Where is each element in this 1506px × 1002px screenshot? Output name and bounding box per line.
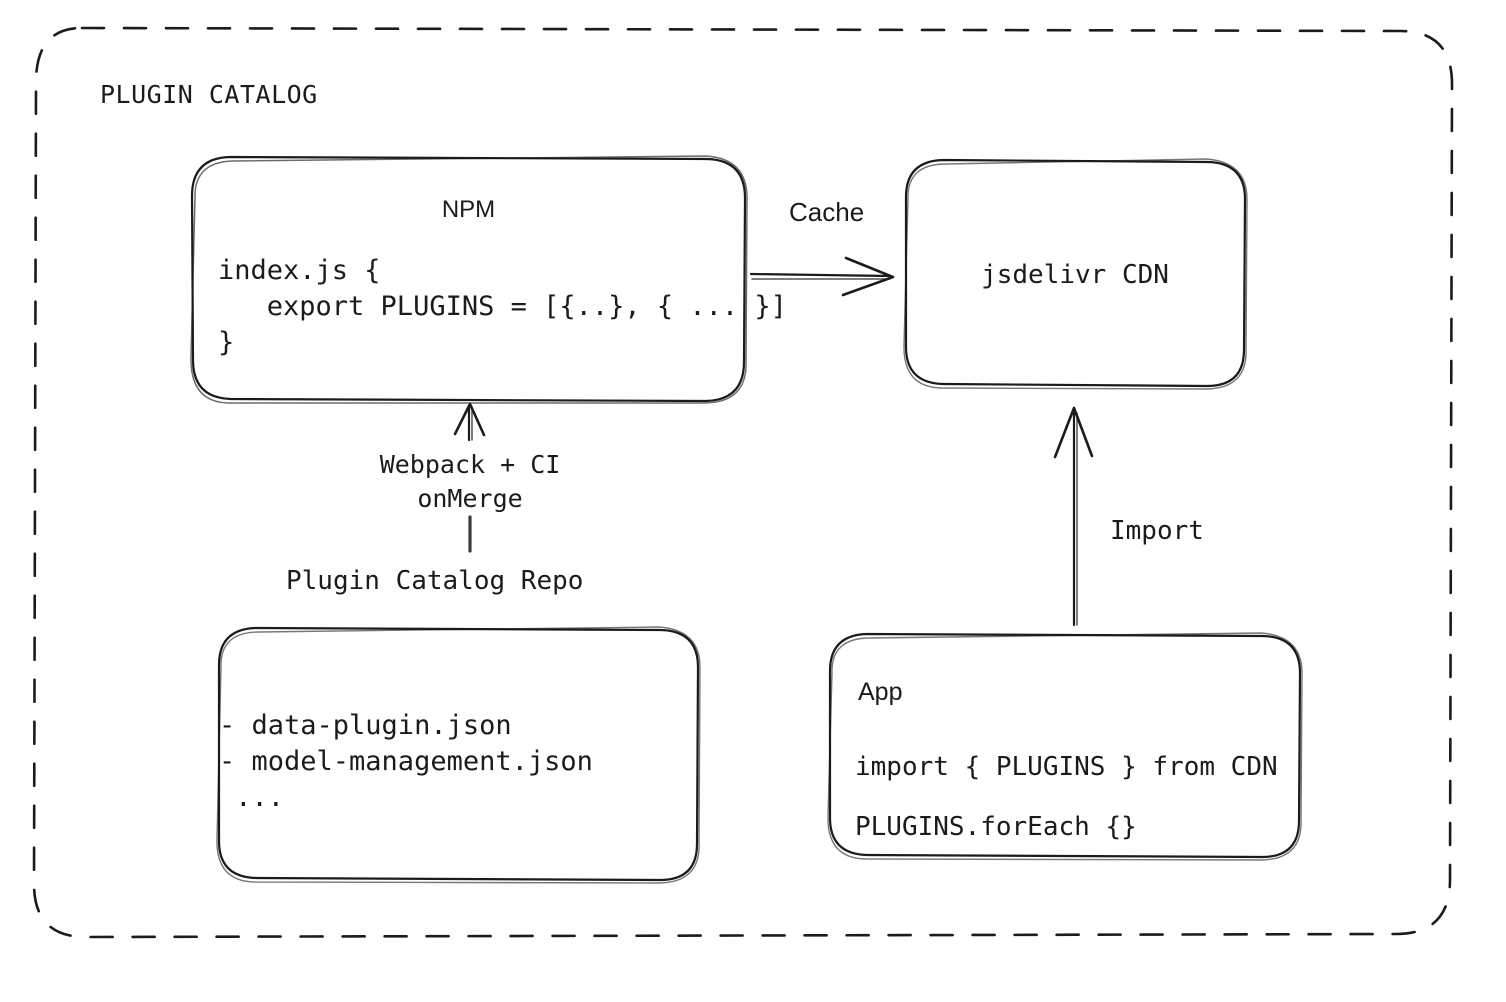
app-node-title: App (858, 678, 903, 706)
cdn-node-title: jsdelivr CDN (981, 260, 1169, 290)
arrow-app-to-cdn (1053, 406, 1094, 627)
edge-label-import: Import (1110, 516, 1204, 546)
edge-label-webpack-ci: Webpack + CI onMerge (379, 450, 561, 513)
app-node-code: import { PLUGINS } from CDN PLUGINS.forE… (855, 752, 1278, 842)
repo-node-files: - data-plugin.json - model-management.js… (219, 710, 593, 813)
frame-title: PLUGIN CATALOG (100, 80, 318, 109)
repo-node-label: Plugin Catalog Repo (286, 566, 584, 596)
npm-node-code: index.js { export PLUGINS = [{..}, { ...… (218, 255, 787, 358)
npm-node-title: NPM (441, 196, 496, 223)
edge-label-cache: Cache (789, 197, 865, 227)
